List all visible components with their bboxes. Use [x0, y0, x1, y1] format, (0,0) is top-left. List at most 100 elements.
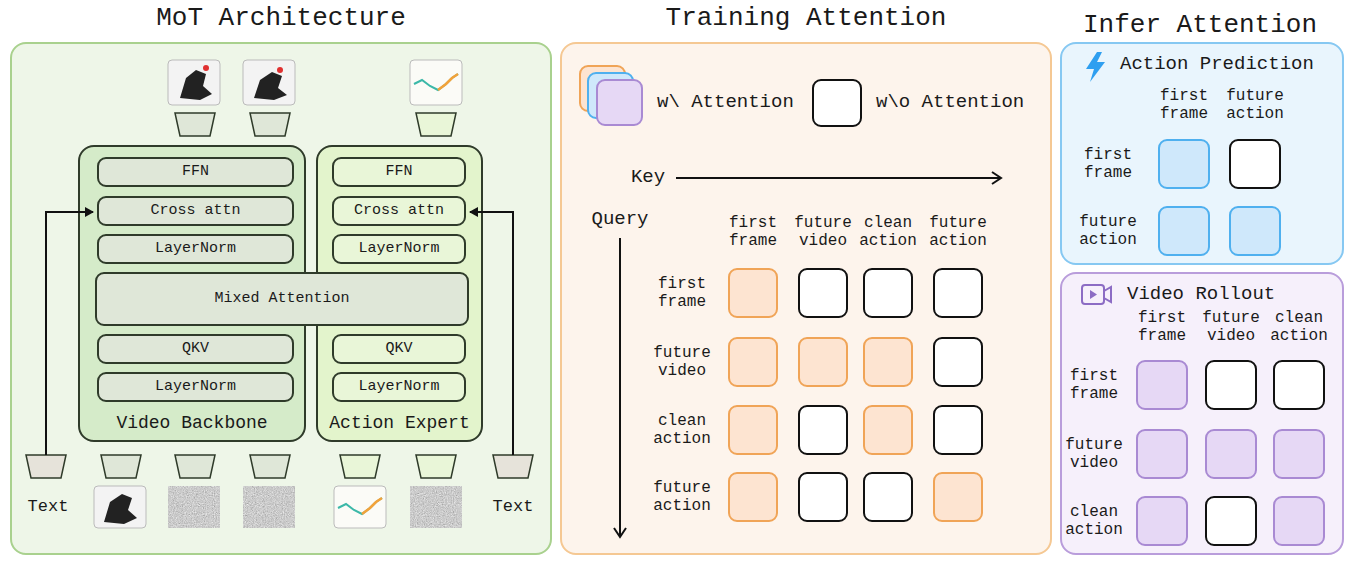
token — [416, 455, 456, 478]
attention-cell — [799, 406, 847, 454]
axis-label: future action — [1220, 87, 1290, 124]
robot-image — [180, 70, 212, 100]
layer-box: QKV — [332, 334, 466, 364]
attention-cell — [864, 473, 912, 521]
trajectory-image — [338, 498, 382, 514]
axis-label: first frame — [1059, 367, 1129, 404]
robot-image — [203, 65, 209, 71]
trajectory-image — [410, 60, 462, 105]
token — [175, 113, 215, 136]
robot-image — [168, 60, 220, 105]
node-label: Action Expert — [318, 413, 481, 434]
architecture-panel: MoT ArchitectureVideo BackboneFFNCross a… — [10, 42, 552, 555]
legend-swatch — [588, 73, 633, 118]
trajectory-image — [438, 74, 458, 90]
shared-layer-box: Mixed Attention — [95, 272, 469, 326]
node-label: Mixed Attention — [214, 290, 349, 307]
axis-label: first frame — [1127, 309, 1197, 346]
token — [493, 455, 533, 478]
node-label: Cross attn — [150, 202, 240, 219]
attention-cell — [729, 473, 777, 521]
robot-image — [104, 494, 137, 524]
axis-label: Key — [618, 167, 678, 189]
axis-label: Query — [585, 209, 655, 231]
condition-arrow — [470, 212, 513, 455]
legend-text: w\ Attention — [657, 91, 794, 113]
attention-cell — [934, 473, 982, 521]
robot-image — [277, 67, 283, 73]
trajectory-image — [414, 74, 458, 90]
video-icon — [1104, 287, 1111, 302]
axis-label: Text — [483, 497, 543, 517]
trajectory-image — [362, 498, 382, 514]
node-label: Cross attn — [354, 202, 444, 219]
node-label: LayerNorm — [155, 240, 236, 257]
axis-label: future video — [788, 214, 858, 251]
axis-label: future video — [1059, 436, 1129, 473]
attention-cell — [864, 269, 912, 317]
node-label: LayerNorm — [155, 378, 236, 395]
node-label: Training Attention — [562, 4, 1050, 34]
node-label: Video Backbone — [80, 413, 304, 434]
node-label: FFN — [182, 163, 209, 180]
attention-cell — [1137, 497, 1187, 545]
attention-cell — [864, 338, 912, 386]
attention-cell — [799, 338, 847, 386]
noise-image — [410, 486, 462, 528]
attention-cell — [799, 269, 847, 317]
axis-label: first frame — [647, 275, 717, 312]
noise-image — [243, 486, 295, 528]
video-icon — [1090, 290, 1097, 299]
layer-box: FFN — [332, 157, 466, 187]
axis-arrow — [619, 238, 621, 536]
layer-box: FFN — [97, 157, 294, 187]
robot-image — [254, 72, 287, 100]
token — [175, 455, 215, 478]
layer-box: LayerNorm — [332, 234, 466, 264]
layer-box: LayerNorm — [332, 372, 466, 402]
lightning-icon — [1086, 52, 1105, 82]
node-label: MoT Architecture — [12, 4, 550, 34]
robot-image — [94, 486, 146, 528]
attention-cell — [934, 269, 982, 317]
training-panel: Training Attention — [560, 42, 1052, 555]
node-label: Video Rollout — [1127, 284, 1275, 306]
axis-label: Text — [18, 497, 78, 517]
legend-swatch — [580, 66, 625, 111]
axis-label: clean action — [1059, 503, 1129, 540]
attention-cell — [864, 406, 912, 454]
attention-cell — [1230, 140, 1280, 188]
attention-cell — [729, 269, 777, 317]
attention-cell — [1206, 361, 1256, 409]
node-label: FFN — [385, 163, 412, 180]
axis-label: future action — [923, 214, 993, 251]
token — [416, 113, 456, 136]
attention-cell — [729, 338, 777, 386]
attention-cell — [1274, 361, 1324, 409]
axis-label: future video — [1196, 309, 1266, 346]
axis-label: first frame — [718, 214, 788, 251]
trajectory-image — [334, 486, 386, 528]
legend-swatch — [597, 80, 642, 125]
node-label: QKV — [385, 340, 412, 357]
axis-label: clean action — [853, 214, 923, 251]
section-heading: Infer Attention — [1050, 11, 1350, 41]
attention-cell — [1274, 430, 1324, 478]
axis-label: first frame — [1073, 146, 1143, 183]
axis-label: future action — [647, 479, 717, 516]
token — [250, 113, 290, 136]
token — [250, 455, 290, 478]
token — [101, 455, 141, 478]
layer-box: LayerNorm — [97, 234, 294, 264]
attention-cell — [1274, 497, 1324, 545]
attention-cell — [1137, 430, 1187, 478]
legend-text: w\o Attention — [876, 91, 1024, 113]
attention-cell — [934, 406, 982, 454]
attention-cell — [1159, 207, 1209, 255]
attention-cell — [1206, 497, 1256, 545]
attention-cell — [934, 338, 982, 386]
token — [26, 455, 66, 478]
attention-cell — [729, 406, 777, 454]
layer-box: LayerNorm — [97, 372, 294, 402]
axis-label: clean action — [1264, 309, 1334, 346]
